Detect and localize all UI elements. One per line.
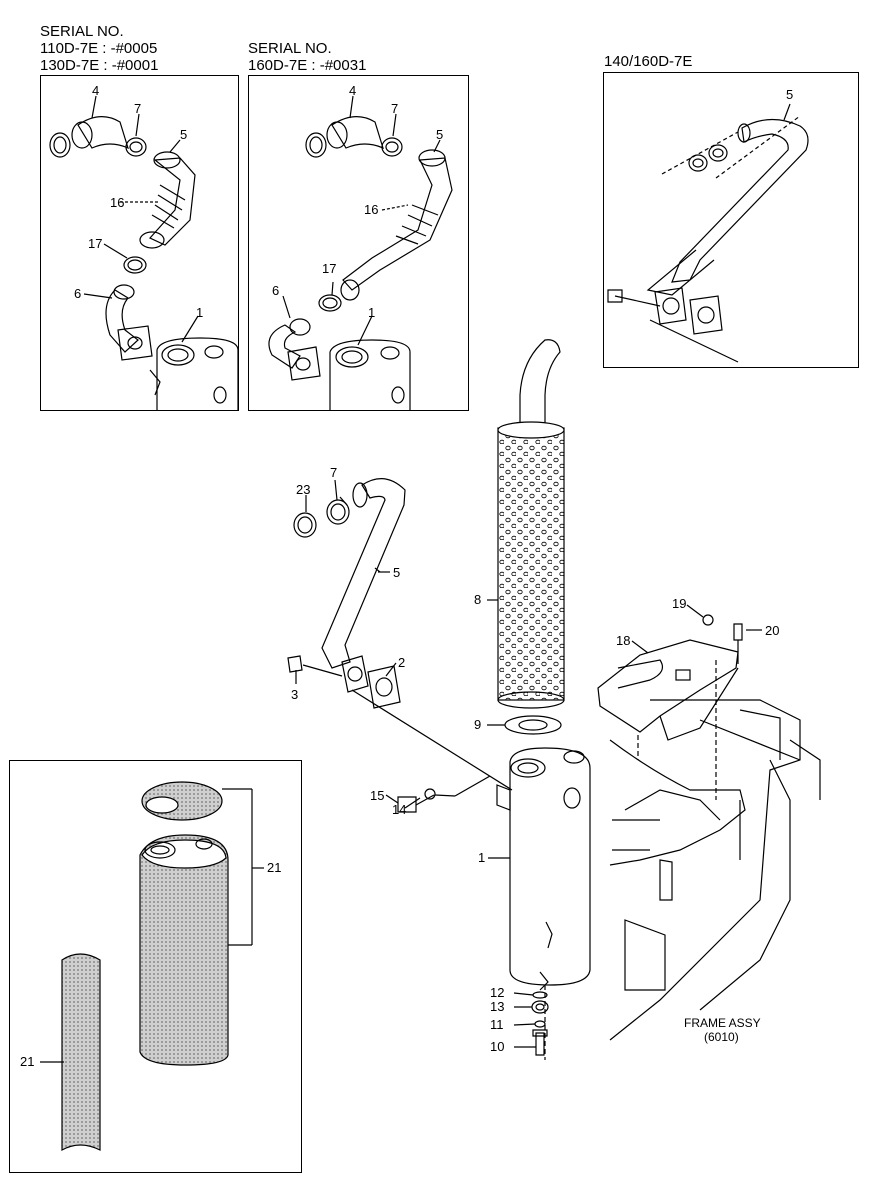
inset-box-muffler-element [9, 760, 302, 1173]
callout-main-5: 5 [393, 565, 401, 580]
header-left-line1: SERIAL NO. [40, 23, 124, 40]
callout-main-1: 1 [478, 850, 486, 865]
header-middle-line1: SERIAL NO. [248, 40, 332, 57]
callout-box3-5: 5 [786, 87, 794, 102]
main-pipe-23-7-5 [287, 478, 513, 791]
callout-main-14: 14 [392, 802, 407, 817]
callout-box2-4: 4 [349, 83, 357, 98]
callout-box1-5: 5 [180, 127, 188, 142]
callout-box1-6: 6 [74, 286, 82, 301]
gasket-9 [504, 715, 562, 735]
frame-assy-label: FRAME ASSY [684, 1016, 761, 1030]
callout-box1-4: 4 [92, 83, 100, 98]
callout-main-8: 8 [474, 592, 482, 607]
callout-box1-16: 16 [110, 195, 125, 210]
callout-box2-5: 5 [436, 127, 444, 142]
callout-box2-16: 16 [364, 202, 379, 217]
callout-box1-17: 17 [88, 236, 103, 251]
callout-box2-7: 7 [391, 101, 399, 116]
callout-main-12: 12 [490, 985, 505, 1000]
callout-main-13: 13 [490, 999, 505, 1014]
callout-main-3: 3 [291, 687, 299, 702]
frame-assy-sketch [609, 699, 821, 1041]
callout-inset-21-bottom: 21 [20, 1054, 35, 1069]
callout-main-11: 11 [490, 1017, 504, 1032]
tail-pipe-8 [497, 339, 565, 709]
hardware-10-15 [397, 775, 549, 1056]
callout-main-15: 15 [370, 788, 385, 803]
callout-main-20: 20 [765, 623, 780, 638]
callout-box2-17: 17 [322, 261, 337, 276]
callout-main-7: 7 [330, 465, 338, 480]
callout-inset-21-top: 21 [267, 860, 282, 875]
detail-box-140-160 [603, 72, 859, 368]
detail-box-160 [248, 75, 469, 411]
header-left-line3: 130D-7E : -#0001 [40, 57, 159, 74]
frame-assy-number: (6010) [704, 1030, 739, 1044]
callout-main-23: 23 [296, 482, 311, 497]
inset-element-21 [40, 781, 264, 1152]
bracket-18 [597, 614, 743, 800]
callout-main-19: 19 [672, 596, 687, 611]
callout-box2-1: 1 [368, 305, 376, 320]
box1-assembly [49, 95, 239, 410]
callout-box1-7: 7 [134, 101, 142, 116]
header-left-line2: 110D-7E : -#0005 [40, 40, 158, 57]
box2-assembly [268, 95, 453, 410]
callout-main-2: 2 [398, 655, 406, 670]
box3-assembly [607, 103, 809, 363]
header-right-line1: 140/160D-7E [604, 53, 693, 70]
detail-box-110-130 [40, 75, 239, 411]
callout-main-9: 9 [474, 717, 482, 732]
callout-box1-1: 1 [196, 305, 204, 320]
callout-main-18: 18 [616, 633, 631, 648]
callout-box2-6: 6 [272, 283, 280, 298]
header-middle-line2: 160D-7E : -#0031 [248, 57, 367, 74]
main-leader-lines [295, 479, 762, 1048]
callout-main-10: 10 [490, 1039, 505, 1054]
muffler-1 [496, 747, 591, 1060]
